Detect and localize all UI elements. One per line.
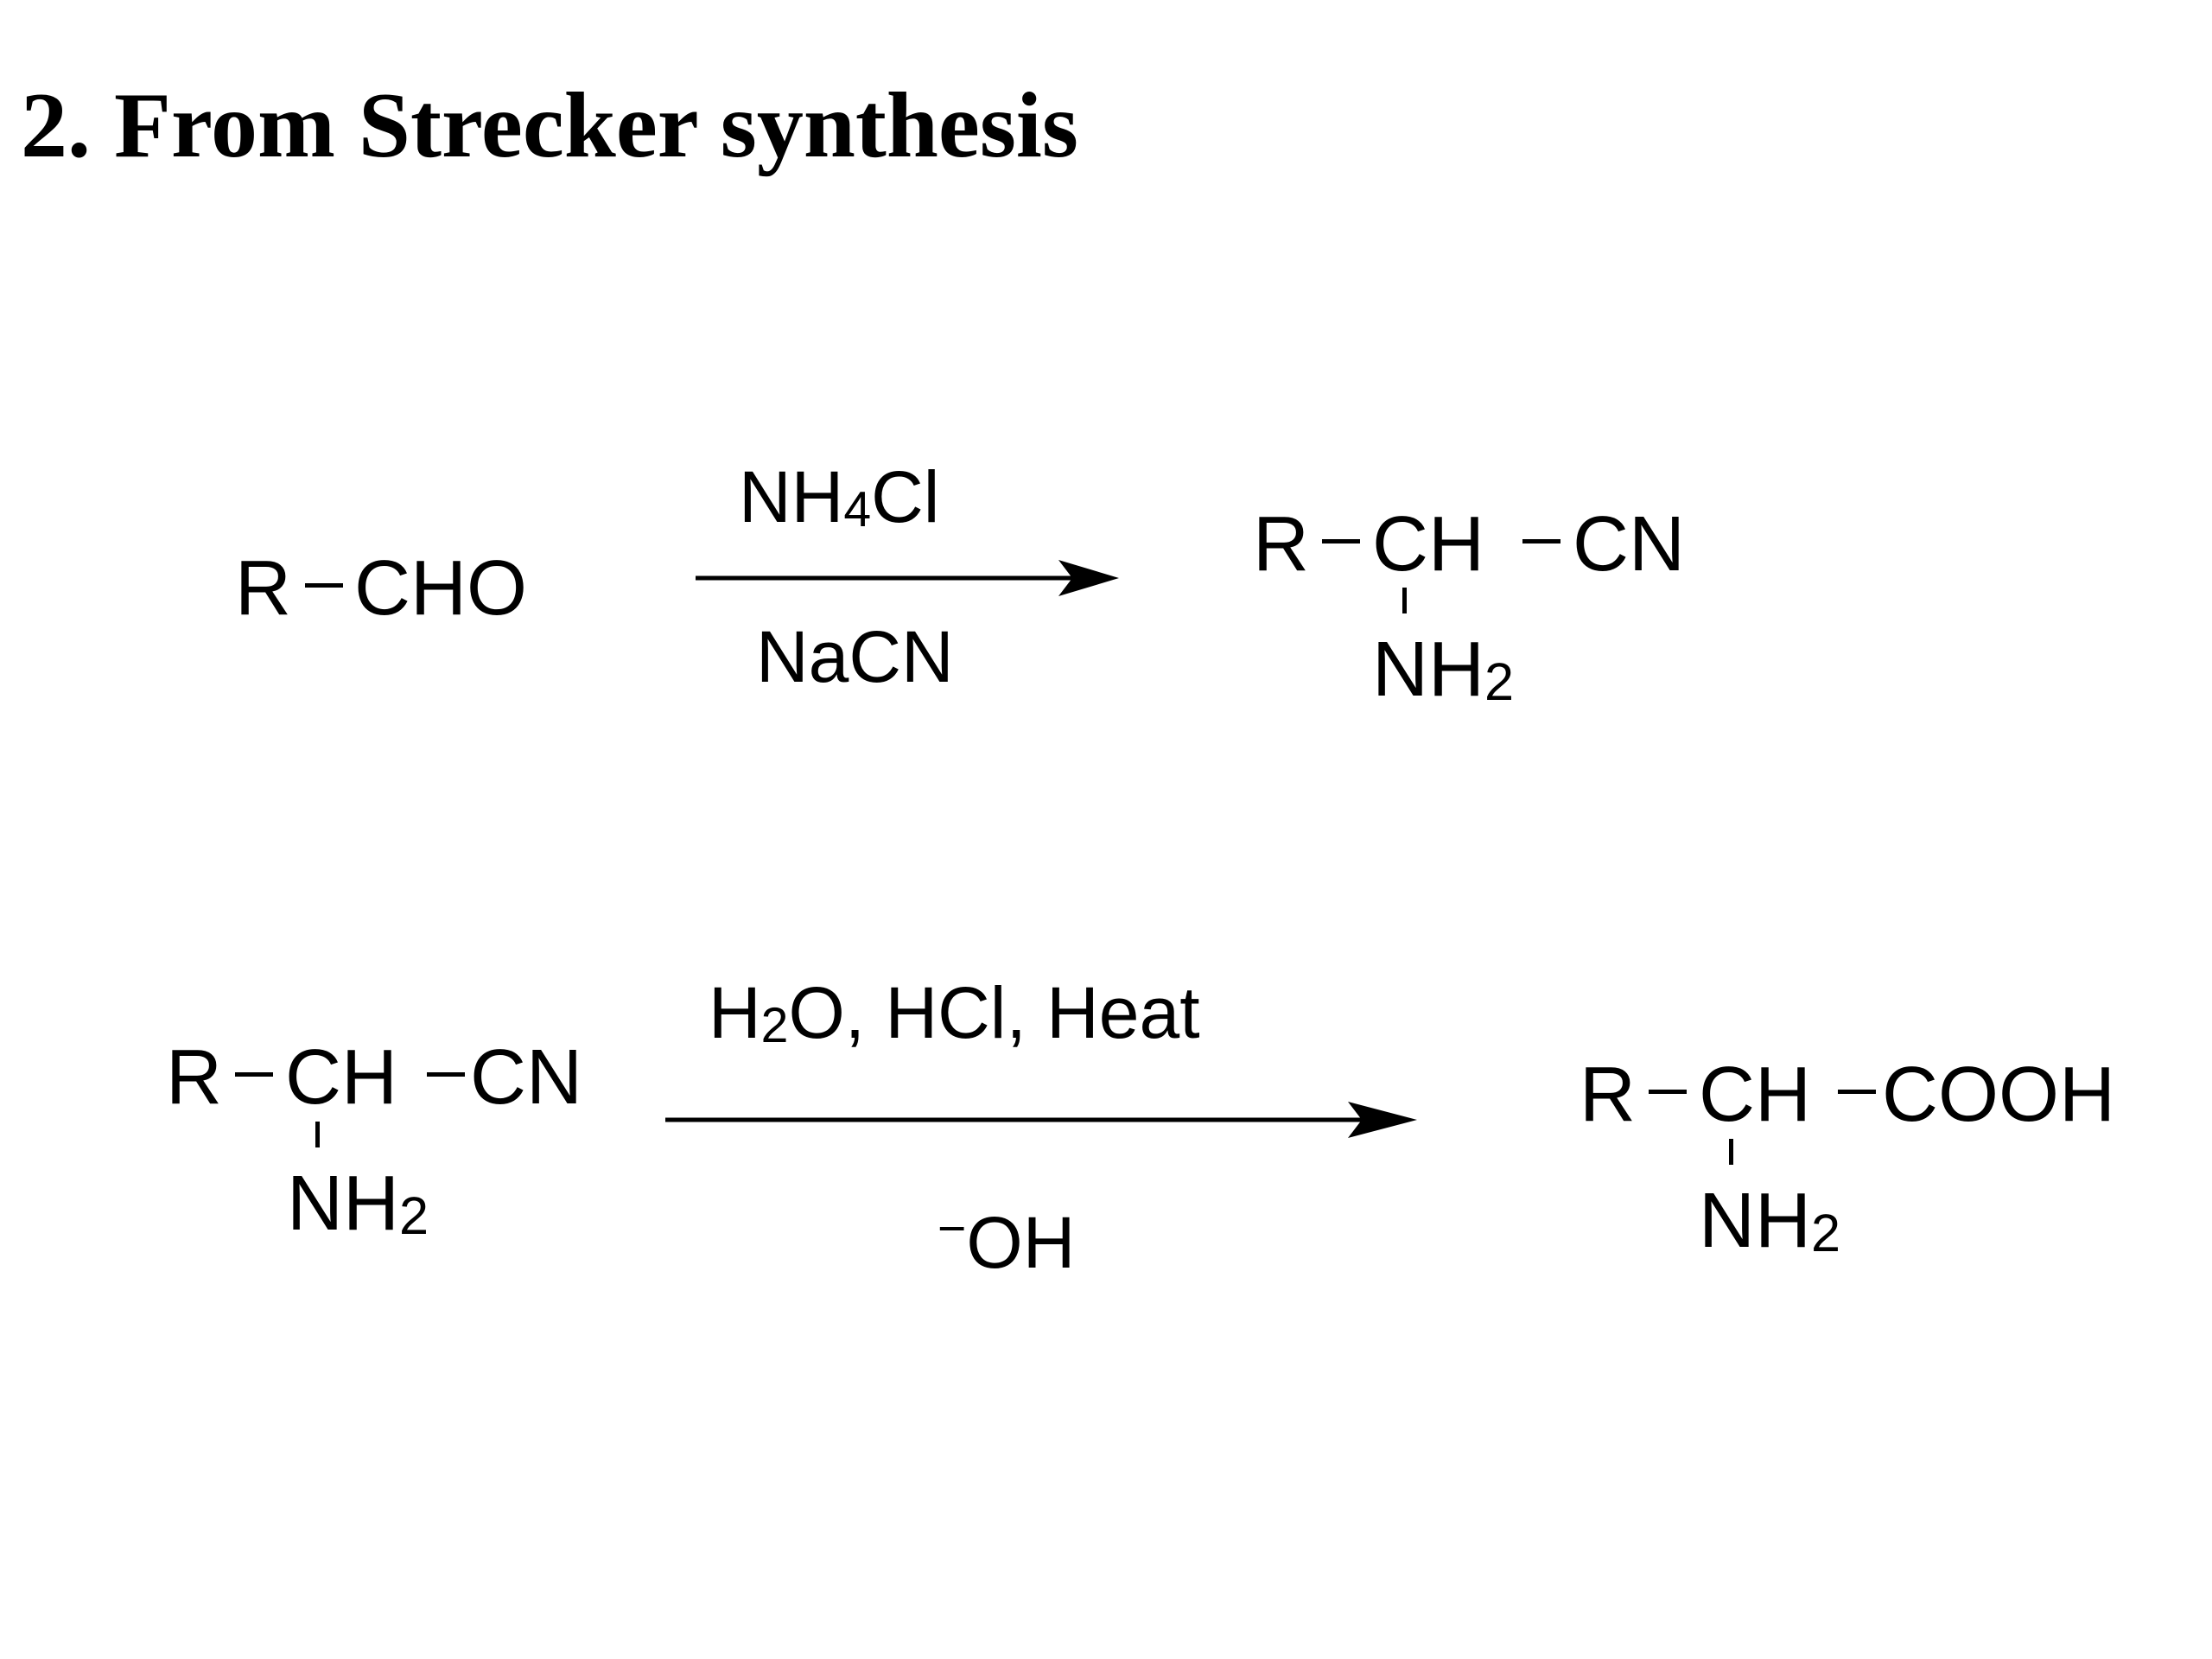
amine-group-label: NH2 [287,1160,429,1247]
carboxyl-group-label: COOH [1882,1052,2115,1138]
single-bond [1322,539,1360,543]
r-group-label: R [235,545,291,632]
r-group-label: R [166,1034,222,1121]
amine-group-label: NH2 [1699,1178,1841,1264]
reaction-arrow-1 [696,560,1119,596]
vertical-bond [1402,588,1407,613]
vertical-bond [315,1122,320,1147]
reaction-arrow-2 [665,1102,1417,1138]
page-title: 2. From Strecker synthesis [21,74,1078,177]
aldehyde-group-label: CHO [354,545,527,632]
nitrile-group-label: CN [1573,501,1685,588]
nitrile-group-label: CN [470,1034,582,1121]
r-group-label: R [1580,1052,1636,1138]
ch-center-label: CH [1699,1052,1811,1138]
amine-group-label: NH2 [1372,626,1515,713]
reagent-ammonium-chloride: NH4Cl [739,456,940,537]
reagent-hydrolysis-conditions: H2O, HCl, Heat [709,972,1200,1053]
r-group-label: R [1253,501,1309,588]
reagent-sodium-cyanide: NaCN [756,616,954,697]
vertical-bond [1729,1139,1733,1165]
single-bond [427,1072,465,1077]
single-bond [1838,1090,1876,1094]
single-bond [305,583,343,588]
ch-center-label: CH [1372,501,1484,588]
reagent-hydroxide: −OH [938,1201,1076,1283]
single-bond [235,1072,273,1077]
ch-center-label: CH [285,1034,397,1121]
single-bond [1649,1090,1687,1094]
single-bond [1522,539,1560,543]
